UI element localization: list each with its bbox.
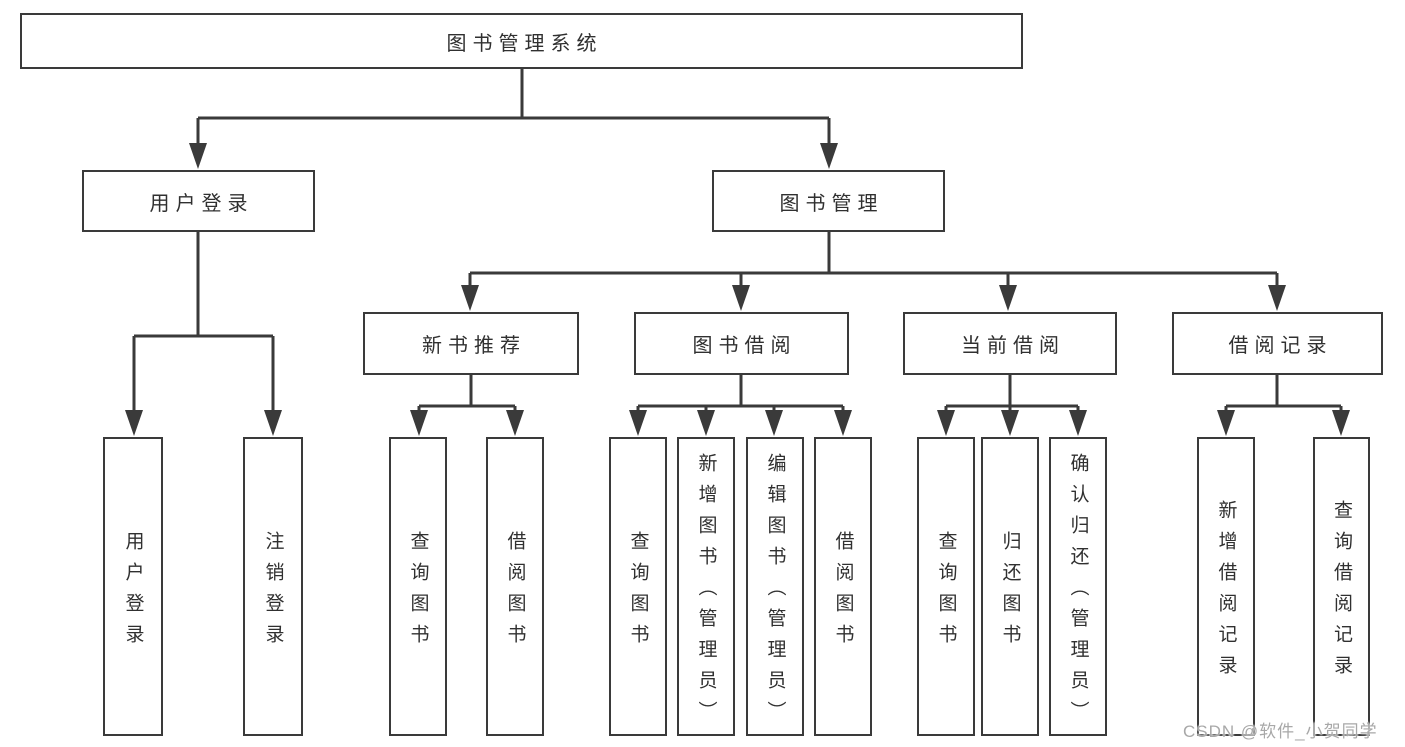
leaf-return-books-label: 归还图书 [999, 530, 1021, 655]
leaf-query-books-borrowing-label: 查询图书 [627, 530, 649, 655]
node-user-login: 用户登录 [82, 170, 315, 232]
csdn-watermark: CSDN @软件_小贺同学 [1183, 722, 1378, 741]
leaf-query-books-current: 查询图书 [917, 437, 975, 736]
node-borrowing-records-label: 借阅记录 [1228, 335, 1333, 357]
node-current-borrowing-label: 当前借阅 [961, 335, 1065, 357]
node-new-book-recommend-label: 新书推荐 [422, 335, 526, 357]
node-new-book-recommend: 新书推荐 [363, 312, 579, 375]
leaf-borrow-books-borrowing-label: 借阅图书 [832, 530, 854, 655]
leaf-query-borrow-record: 查询借阅记录 [1313, 437, 1370, 736]
leaf-query-books-recommend-label: 查询图书 [407, 530, 429, 655]
leaf-logout-label: 注销登录 [262, 530, 284, 655]
leaf-add-book-admin-label: 新增图书（管理员） [695, 453, 717, 732]
node-book-management-label: 图书管理 [779, 192, 884, 215]
node-root-label: 图书管理系统 [446, 32, 603, 55]
leaf-edit-book-admin-label: 编辑图书（管理员） [764, 453, 786, 732]
leaf-borrow-books-recommend: 借阅图书 [486, 437, 544, 736]
leaf-user-login-label: 用户登录 [122, 530, 144, 655]
leaf-borrow-books-borrowing: 借阅图书 [814, 437, 872, 736]
leaf-return-books: 归还图书 [981, 437, 1039, 736]
node-book-borrowing-label: 图书借阅 [692, 335, 797, 357]
leaf-confirm-return-admin-label: 确认归还（管理员） [1067, 453, 1089, 732]
leaf-query-books-recommend: 查询图书 [389, 437, 447, 736]
node-current-borrowing: 当前借阅 [903, 312, 1117, 375]
leaf-add-borrow-record: 新增借阅记录 [1197, 437, 1255, 736]
leaf-query-borrow-record-label: 查询借阅记录 [1331, 499, 1352, 686]
leaf-confirm-return-admin: 确认归还（管理员） [1049, 437, 1107, 736]
node-book-borrowing: 图书借阅 [634, 312, 849, 375]
leaf-logout: 注销登录 [243, 437, 303, 736]
node-book-management: 图书管理 [712, 170, 945, 232]
leaf-add-book-admin: 新增图书（管理员） [677, 437, 735, 736]
leaf-query-books-current-label: 查询图书 [935, 530, 957, 655]
leaf-query-books-borrowing: 查询图书 [609, 437, 667, 736]
leaf-user-login: 用户登录 [103, 437, 163, 736]
leaf-edit-book-admin: 编辑图书（管理员） [746, 437, 804, 736]
leaf-add-borrow-record-label: 新增借阅记录 [1215, 499, 1237, 686]
leaf-borrow-books-recommend-label: 借阅图书 [504, 530, 526, 655]
node-root: 图书管理系统 [20, 13, 1023, 69]
node-borrowing-records: 借阅记录 [1172, 312, 1383, 375]
node-user-login-label: 用户登录 [149, 192, 254, 215]
